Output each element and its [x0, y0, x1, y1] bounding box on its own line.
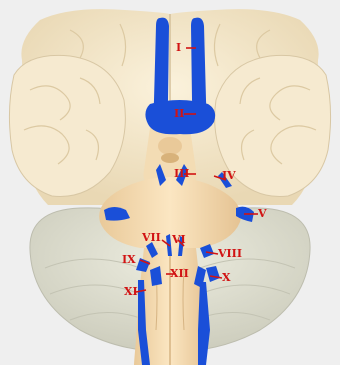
label-cranial-nerve-vi: VI [172, 234, 186, 245]
label-cranial-nerve-i: I [176, 42, 181, 53]
olfactory-nerve-right [191, 18, 206, 114]
label-cranial-nerve-vii: VII [142, 232, 161, 243]
label-cranial-nerve-ix: IX [122, 254, 136, 265]
label-cranial-nerve-iii: III [174, 168, 189, 179]
label-cranial-nerve-ii: II [174, 108, 184, 119]
label-cranial-nerve-viii: VIII [218, 248, 242, 259]
label-cranial-nerve-xii: XII [170, 268, 189, 279]
label-cranial-nerve-iv: IV [222, 170, 236, 181]
label-cranial-nerve-v: V [258, 208, 267, 219]
label-cranial-nerve-xi: XI [124, 286, 138, 297]
label-cranial-nerve-x: X [222, 272, 231, 283]
olfactory-nerve [154, 18, 169, 114]
